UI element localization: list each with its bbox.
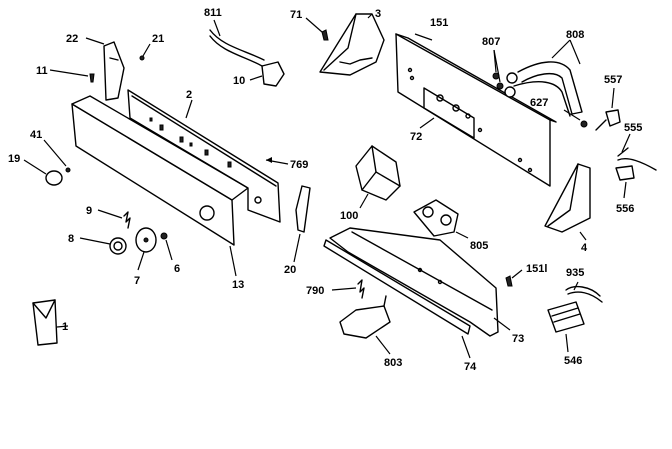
part-21-screw bbox=[139, 43, 151, 61]
part-73-lower-panel bbox=[323, 227, 511, 359]
part-557-connector bbox=[595, 87, 621, 131]
part-808-hoses bbox=[504, 39, 583, 117]
label-13: 13 bbox=[232, 279, 244, 291]
label-7: 7 bbox=[134, 275, 140, 287]
label-71: 71 bbox=[290, 9, 302, 21]
part-811-hose bbox=[209, 19, 265, 67]
label-1: 1 bbox=[62, 321, 68, 333]
label-3: 3 bbox=[375, 8, 381, 20]
part-790-spring bbox=[331, 279, 365, 299]
label-11: 11 bbox=[36, 65, 48, 77]
part-935-wires bbox=[565, 281, 603, 303]
part-803-latch bbox=[339, 295, 391, 355]
label-20: 20 bbox=[284, 264, 296, 276]
part-555-wire bbox=[617, 133, 657, 171]
label-22: 22 bbox=[66, 33, 78, 45]
label-2: 2 bbox=[186, 89, 192, 101]
label-807: 807 bbox=[482, 36, 500, 48]
label-21: 21 bbox=[152, 33, 164, 45]
label-73: 73 bbox=[512, 333, 524, 345]
label-41: 41 bbox=[30, 129, 42, 141]
part-72-back-panel bbox=[395, 33, 557, 187]
label-811: 811 bbox=[204, 7, 222, 19]
part-769-clip bbox=[265, 157, 289, 165]
label-805: 805 bbox=[470, 240, 488, 252]
label-627: 627 bbox=[530, 97, 548, 109]
part-20-knob-cover bbox=[293, 185, 311, 263]
label-10: 10 bbox=[233, 75, 245, 87]
label-808: 808 bbox=[566, 29, 584, 41]
part-627-washer bbox=[563, 109, 588, 128]
part-41-clip bbox=[43, 139, 71, 173]
label-555: 555 bbox=[624, 122, 642, 134]
label-8: 8 bbox=[68, 233, 74, 245]
label-151: 151 bbox=[430, 17, 448, 29]
label-74: 74 bbox=[464, 361, 477, 373]
label-790: 790 bbox=[306, 285, 324, 297]
label-556: 556 bbox=[616, 203, 634, 215]
part-807-washers bbox=[492, 49, 504, 90]
leader-13 bbox=[229, 245, 237, 277]
part-556-plug bbox=[615, 165, 635, 199]
label-100: 100 bbox=[340, 210, 358, 222]
part-19-knob bbox=[23, 159, 63, 186]
label-9: 9 bbox=[86, 205, 92, 217]
part-4-end-cap bbox=[544, 163, 591, 241]
part-151l-screw bbox=[505, 269, 523, 287]
part-71-screw bbox=[305, 17, 329, 41]
label-72: 72 bbox=[410, 131, 422, 143]
part-1-envelope bbox=[32, 299, 69, 346]
label-546: 546 bbox=[564, 355, 582, 367]
label-19: 19 bbox=[8, 153, 20, 165]
part-6-clip bbox=[160, 232, 173, 261]
part-8-knob bbox=[79, 237, 127, 255]
part-10-pressure-switch bbox=[249, 61, 285, 87]
label-557: 557 bbox=[604, 74, 622, 86]
part-805-valve bbox=[413, 199, 469, 239]
part-100-timer bbox=[355, 145, 401, 209]
label-769: 769 bbox=[290, 159, 308, 171]
part-546-harness bbox=[547, 301, 585, 353]
label-935: 935 bbox=[566, 267, 584, 279]
part-3-end-cap bbox=[319, 13, 385, 76]
label-4: 4 bbox=[581, 242, 588, 254]
part-22-bracket bbox=[85, 37, 125, 101]
label-151l: 151l bbox=[526, 263, 547, 275]
label-803: 803 bbox=[384, 357, 402, 369]
part-2-console-panel bbox=[71, 89, 281, 246]
part-7-dial bbox=[135, 227, 157, 271]
part-11-screw bbox=[49, 69, 95, 83]
part-9-spring bbox=[97, 209, 131, 229]
label-6: 6 bbox=[174, 263, 180, 275]
